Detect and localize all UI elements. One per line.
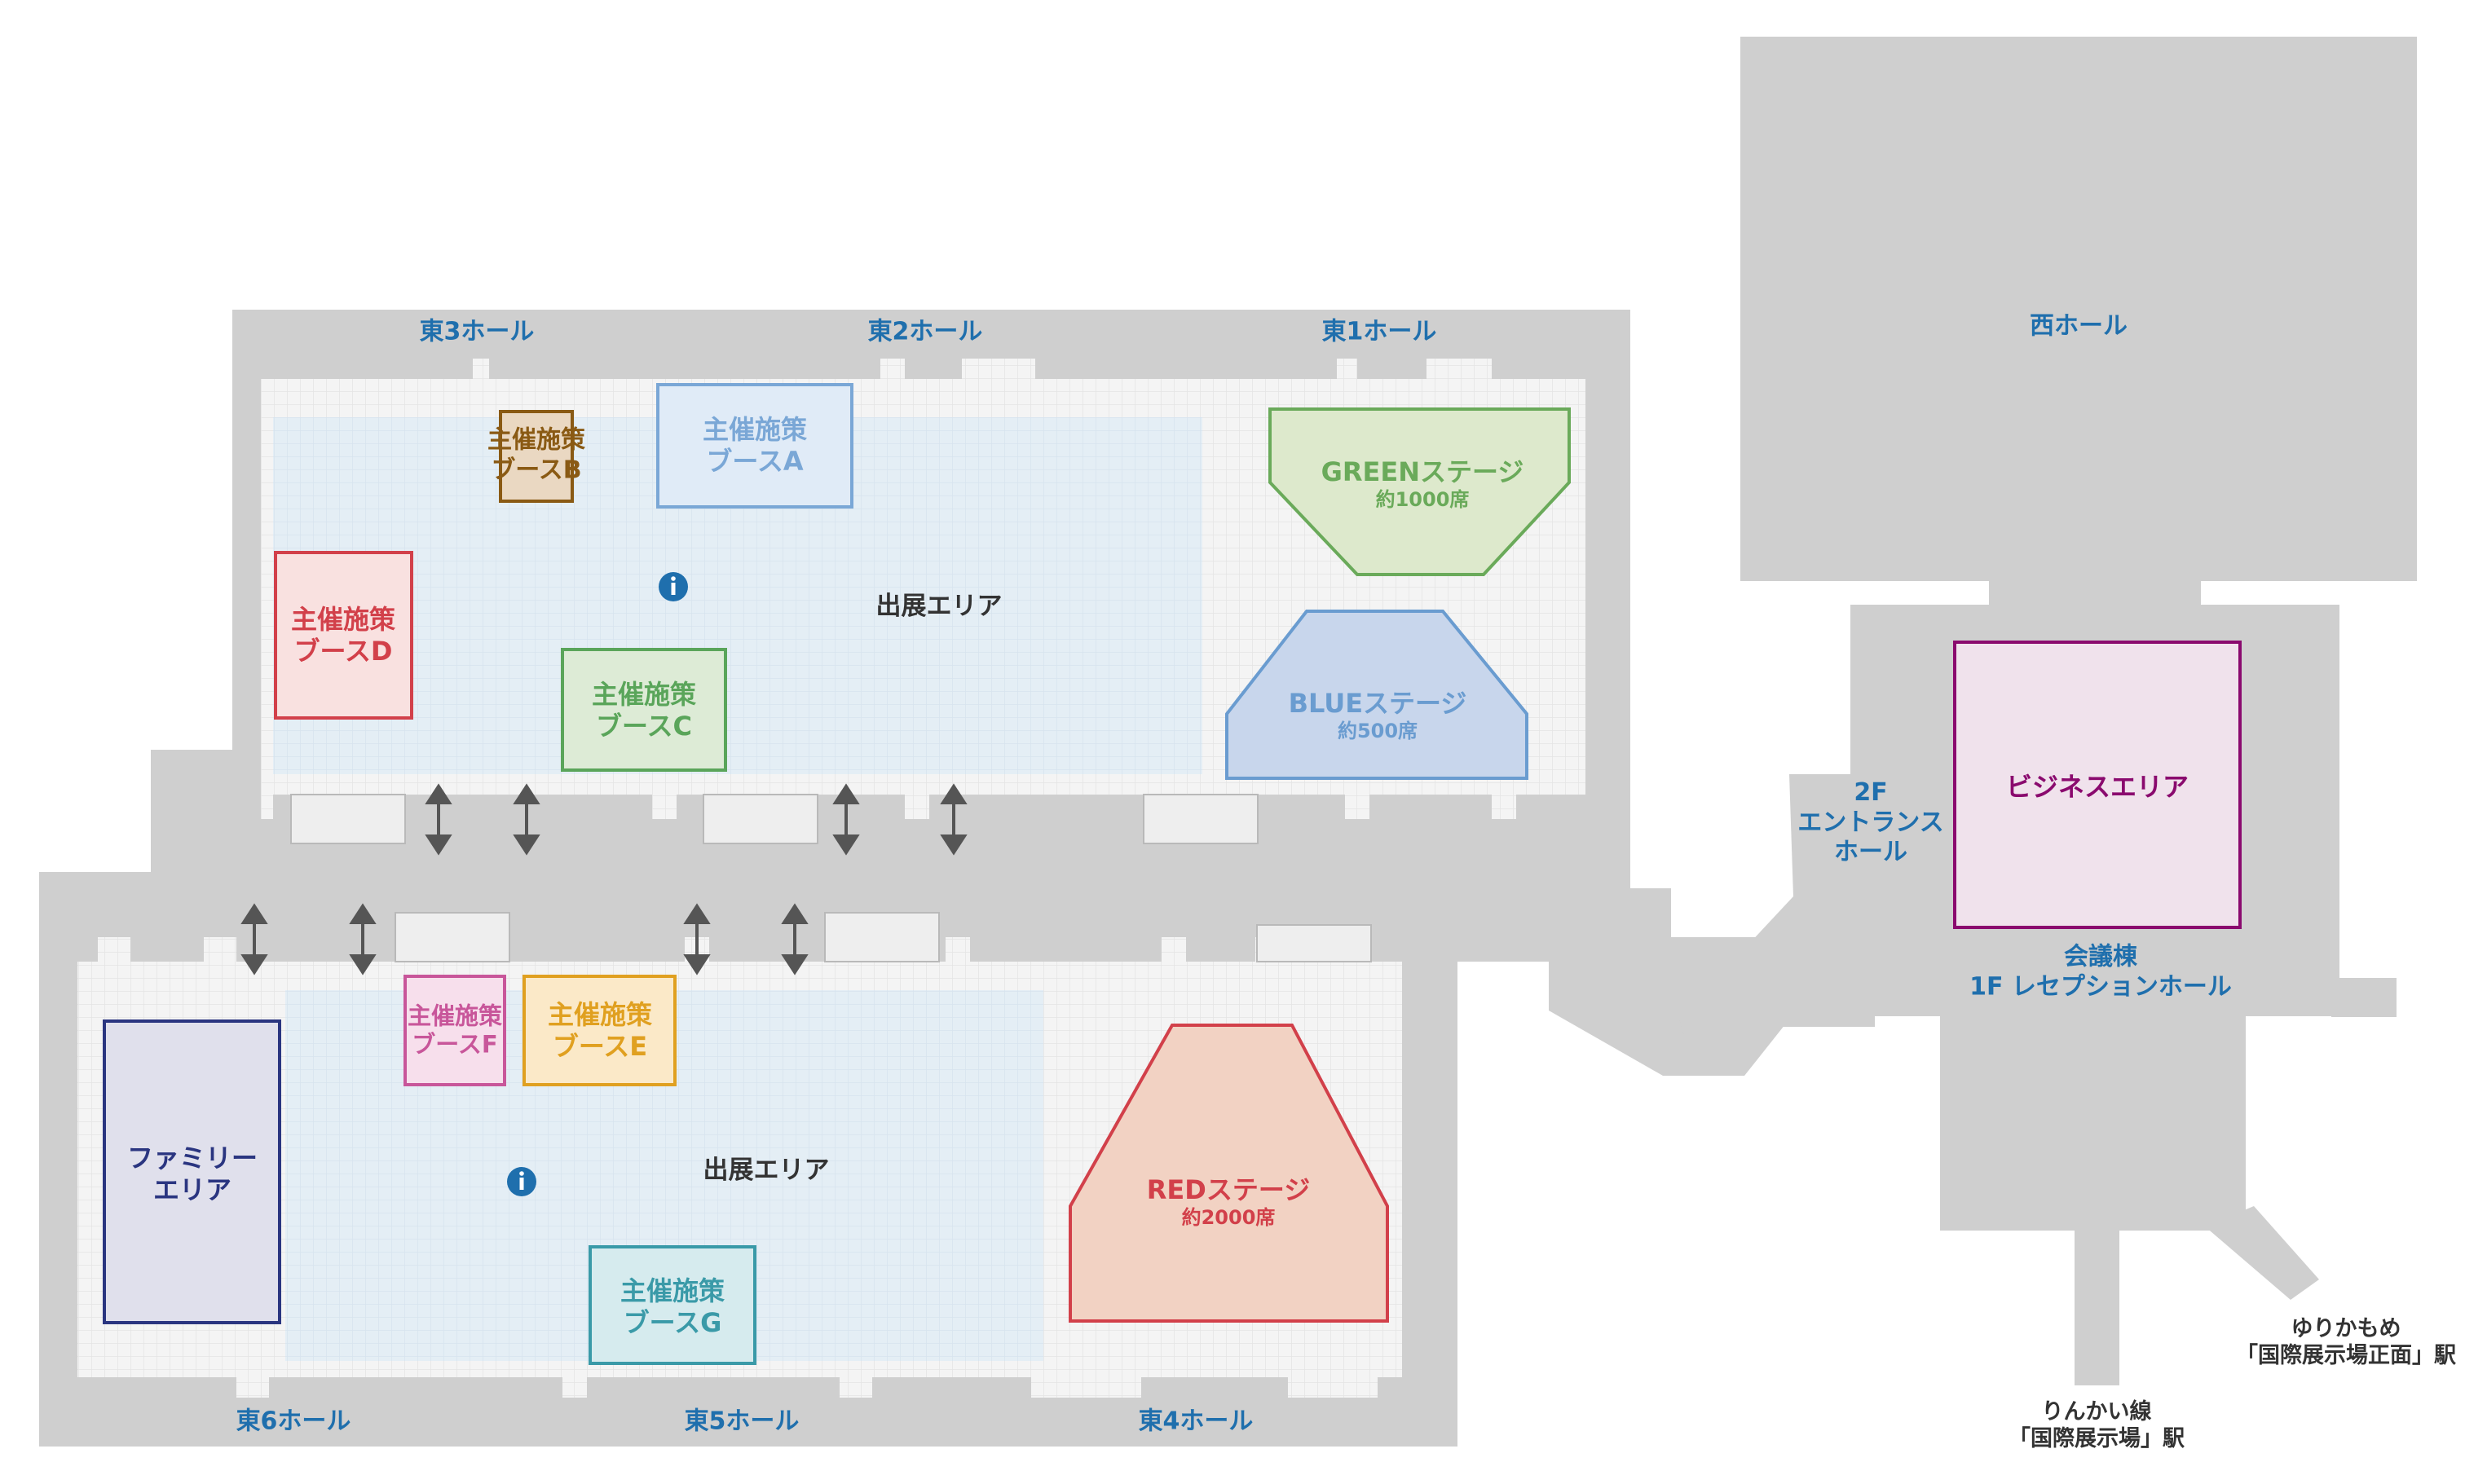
booth-a-label: 主催施策 ブースA bbox=[702, 413, 808, 477]
walkway-to-conference bbox=[1679, 774, 1854, 1076]
updown-arrow-icon bbox=[781, 903, 809, 975]
blue-stage[interactable] bbox=[1225, 610, 1528, 780]
conference-building-label: 会議棟 1F レセプションホール bbox=[1969, 942, 2232, 1001]
hall-label-east4: 東4ホール bbox=[1138, 1407, 1254, 1436]
booth-b-label: 主催施策 ブースB bbox=[487, 425, 585, 484]
rinkai-station-label: りんかい線 「国際展示場」駅 bbox=[2009, 1399, 2185, 1451]
booth-d[interactable] bbox=[274, 551, 413, 720]
family-area[interactable] bbox=[103, 1019, 281, 1324]
transit-boxes bbox=[290, 794, 1372, 962]
booth-e-label: 主催施策 ブースE bbox=[547, 998, 653, 1062]
info-icon[interactable] bbox=[507, 1167, 536, 1196]
booth-f[interactable] bbox=[403, 975, 506, 1086]
updown-arrow-icon bbox=[940, 783, 968, 856]
business-area[interactable] bbox=[1953, 641, 2242, 929]
exhibition-area-lower-label: 出展エリア bbox=[703, 1156, 830, 1186]
entrance-hall-label: 2F エントランス ホール bbox=[1797, 778, 1944, 867]
family-area-label: ファミリー エリア bbox=[126, 1142, 258, 1205]
yurikamome-station-label: ゆりかもめ 「国際展示場正面」駅 bbox=[2236, 1316, 2456, 1368]
red-stage[interactable] bbox=[1069, 1024, 1389, 1323]
hall-label-east3: 東3ホール bbox=[419, 317, 535, 346]
booth-g-label: 主催施策 ブースG bbox=[620, 1275, 725, 1338]
booth-f-label: 主催施策 ブースF bbox=[407, 1002, 503, 1059]
updown-arrow-icon bbox=[349, 903, 377, 975]
escalator-arrows bbox=[240, 783, 968, 975]
hall-label-east2: 東2ホール bbox=[867, 317, 983, 346]
updown-arrow-icon bbox=[683, 903, 711, 975]
booth-a[interactable] bbox=[656, 383, 853, 509]
business-area-label: ビジネスエリア bbox=[2005, 771, 2189, 803]
hall-label-west: 西ホール bbox=[2030, 311, 2128, 341]
red-stage-label: REDステージ 約2000席 bbox=[1146, 1174, 1311, 1229]
updown-arrow-icon bbox=[425, 783, 452, 856]
booth-g[interactable] bbox=[589, 1245, 756, 1365]
hall-label-east5: 東5ホール bbox=[684, 1407, 800, 1436]
updown-arrow-icon bbox=[832, 783, 860, 856]
booth-b[interactable] bbox=[499, 410, 574, 503]
blue-stage-label: BLUEステージ 約500席 bbox=[1288, 687, 1467, 742]
west-hall-building bbox=[1740, 37, 2417, 1385]
hall-label-east1: 東1ホール bbox=[1321, 317, 1437, 346]
booth-e[interactable] bbox=[523, 975, 677, 1086]
exhibition-area-upper-label: 出展エリア bbox=[875, 592, 1003, 622]
green-stage-label: GREENステージ 約1000席 bbox=[1321, 456, 1524, 511]
info-icon[interactable] bbox=[659, 572, 688, 601]
green-stage[interactable] bbox=[1268, 407, 1571, 576]
booth-c-label: 主催施策 ブースC bbox=[591, 678, 697, 742]
updown-arrow-icon bbox=[240, 903, 268, 975]
booth-d-label: 主催施策 ブースD bbox=[290, 603, 396, 667]
booth-c[interactable] bbox=[561, 648, 727, 772]
hall-label-east6: 東6ホール bbox=[236, 1407, 351, 1436]
updown-arrow-icon bbox=[513, 783, 540, 856]
